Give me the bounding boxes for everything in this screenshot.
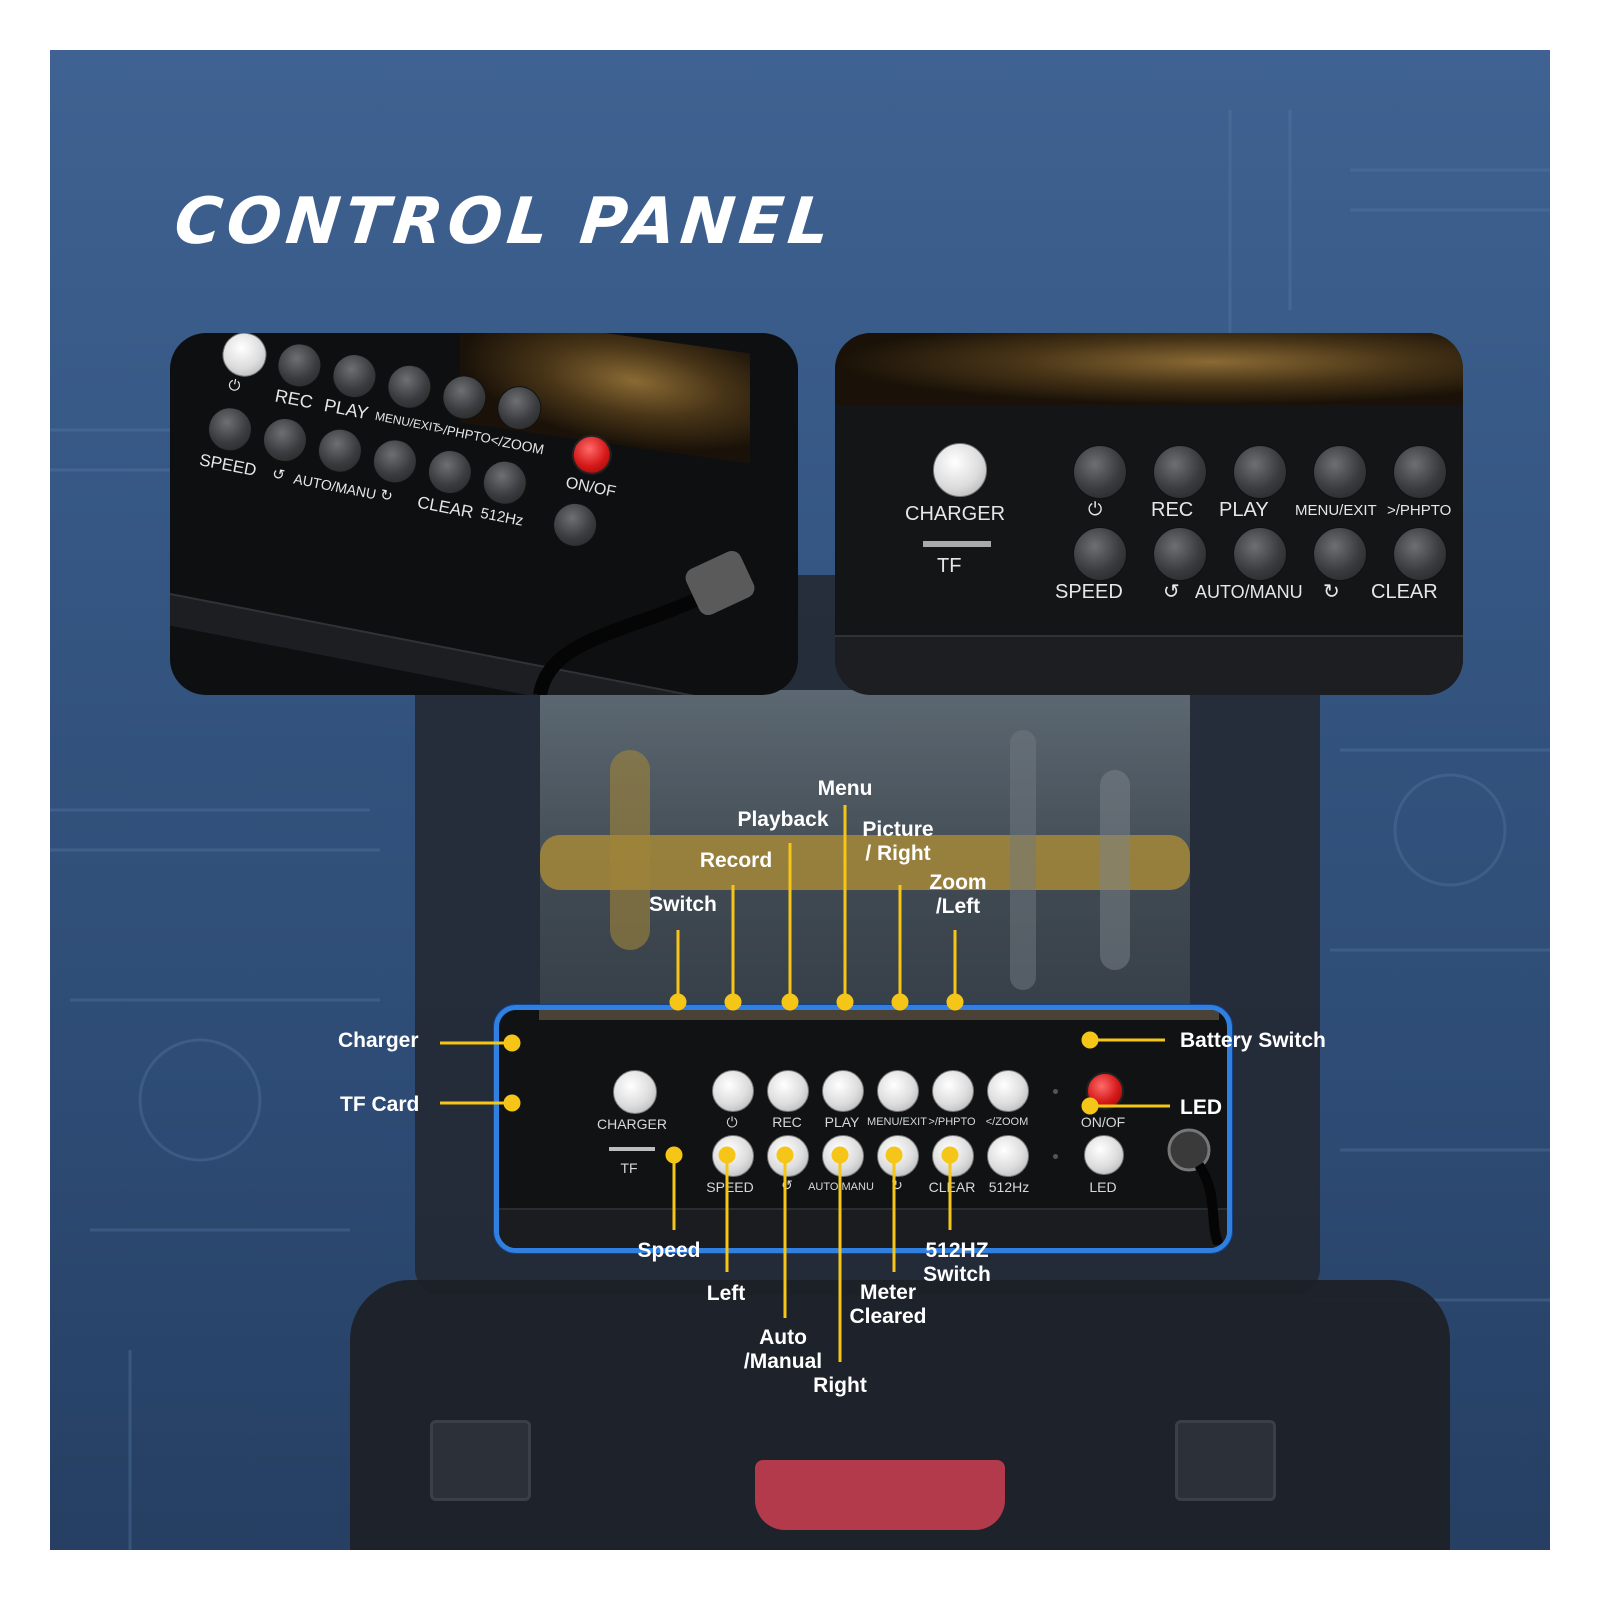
charger-port[interactable] xyxy=(613,1070,657,1114)
front-plate: CHARGER TF ⏻ REC PLAY MENU/EXIT >/PHPTO … xyxy=(835,405,1463,635)
tf-label: TF xyxy=(937,555,962,577)
case-latch-right xyxy=(1175,1420,1276,1501)
charger-label: CHARGER xyxy=(905,503,1006,525)
menu-exit-button[interactable] xyxy=(1313,445,1367,499)
case-screen-image xyxy=(540,690,1190,1020)
callout-charger: Charger xyxy=(338,1029,419,1052)
callout-switch: Switch xyxy=(649,893,717,916)
cable-connector xyxy=(1167,1128,1224,1245)
indicator-dot xyxy=(1053,1154,1058,1159)
hz-label: 512Hz xyxy=(988,1179,1030,1195)
led-button[interactable] xyxy=(1084,1135,1124,1175)
photo-label: >/PHPTO xyxy=(928,1116,976,1128)
cable-connector xyxy=(533,550,755,695)
clear-label: CLEAR xyxy=(1371,581,1438,603)
menu-exit-button[interactable] xyxy=(877,1070,919,1112)
callout-battery-switch: Battery Switch xyxy=(1180,1029,1326,1052)
rec-label: REC xyxy=(1151,499,1194,521)
callout-led: LED xyxy=(1180,1096,1222,1119)
speed-label: SPEED xyxy=(706,1179,754,1195)
rec-label: REC xyxy=(772,1114,802,1130)
panel-hinge xyxy=(499,1208,1227,1248)
callout-playback: Playback xyxy=(737,808,829,831)
callout-tf-card: TF Card xyxy=(340,1093,420,1116)
right-button[interactable] xyxy=(1313,527,1367,581)
photo-front-closeup: CHARGER TF ⏻ REC PLAY MENU/EXIT >/PHPTO … xyxy=(835,333,1463,695)
callout-speed: Speed xyxy=(637,1239,701,1262)
photo-label: >/PHPTO xyxy=(1387,502,1452,519)
clear-label: CLEAR xyxy=(928,1179,976,1195)
callout-left: Left xyxy=(706,1282,746,1305)
auto-manu-label: AUTO/MANU xyxy=(1195,582,1303,602)
callout-record: Record xyxy=(699,849,773,872)
speed-button[interactable] xyxy=(1073,527,1127,581)
auto-manu-button[interactable] xyxy=(1233,527,1287,581)
callout-lines xyxy=(440,805,1170,1362)
charger-label: CHARGER xyxy=(596,1116,668,1132)
on-off-label: ON/OF xyxy=(1080,1114,1126,1130)
photo-angled-closeup: ⏻ REC PLAY MENU/EXIT >/PHPTO </ZOOM SPEE… xyxy=(170,333,798,695)
play-button[interactable] xyxy=(1233,445,1287,499)
control-panel: CHARGER TF ⏻ REC PLAY MENU/EXIT >/PHPTO … xyxy=(494,1005,1232,1253)
rec-button[interactable] xyxy=(767,1070,809,1112)
left-button[interactable] xyxy=(1153,527,1207,581)
tf-label: TF xyxy=(620,1160,638,1176)
left-button[interactable] xyxy=(767,1135,809,1177)
case-latch-left xyxy=(430,1420,531,1501)
cycle-icon: ↻ xyxy=(1323,581,1340,603)
tf-slot[interactable] xyxy=(609,1147,655,1151)
panel-screen-edge xyxy=(539,1010,1219,1020)
photo-button[interactable] xyxy=(1393,445,1447,499)
rec-button[interactable] xyxy=(1153,445,1207,499)
callout-zoom-left: Zoom/Left xyxy=(929,871,987,918)
tf-slot[interactable] xyxy=(923,541,991,547)
speed-label: SPEED xyxy=(1055,581,1123,603)
menu-exit-label: MENU/EXIT xyxy=(1295,502,1377,519)
power-icon: ⏻ xyxy=(726,1114,738,1130)
cycle-icon: ↺ xyxy=(1163,581,1180,603)
power-button[interactable] xyxy=(1073,445,1127,499)
led-label: LED xyxy=(1089,1179,1117,1195)
photo-right-button[interactable] xyxy=(932,1070,974,1112)
callout-auto-manual: Auto/Manual xyxy=(743,1326,823,1373)
charger-port[interactable] xyxy=(933,443,987,497)
zoom-label: </ZOOM xyxy=(985,1116,1029,1128)
callout-menu: Menu xyxy=(817,777,873,800)
power-button[interactable] xyxy=(712,1070,754,1112)
play-button[interactable] xyxy=(822,1070,864,1112)
indicator-dot xyxy=(1053,1089,1058,1094)
clear-button[interactable] xyxy=(1393,527,1447,581)
play-label: PLAY xyxy=(1219,499,1269,521)
on-off-button[interactable] xyxy=(1086,1072,1124,1110)
infographic-canvas: CONTROL PANEL ⏻ REC PLAY MENU/EXIT >/PHP… xyxy=(50,50,1550,1550)
play-label: PLAY xyxy=(824,1114,860,1130)
cycle-icon: ↺ xyxy=(781,1177,793,1193)
callout-right: Right xyxy=(813,1374,867,1397)
hz-button[interactable] xyxy=(987,1135,1029,1177)
menu-exit-label: MENU/EXIT xyxy=(867,1116,927,1128)
power-icon: ⏻ xyxy=(1088,499,1103,519)
case-handle xyxy=(755,1460,1005,1530)
cycle-icon: ↻ xyxy=(891,1177,903,1193)
hinge xyxy=(835,635,1463,695)
callout-picture-right: Picture/ Right xyxy=(862,818,934,865)
zoom-left-button[interactable] xyxy=(987,1070,1029,1112)
